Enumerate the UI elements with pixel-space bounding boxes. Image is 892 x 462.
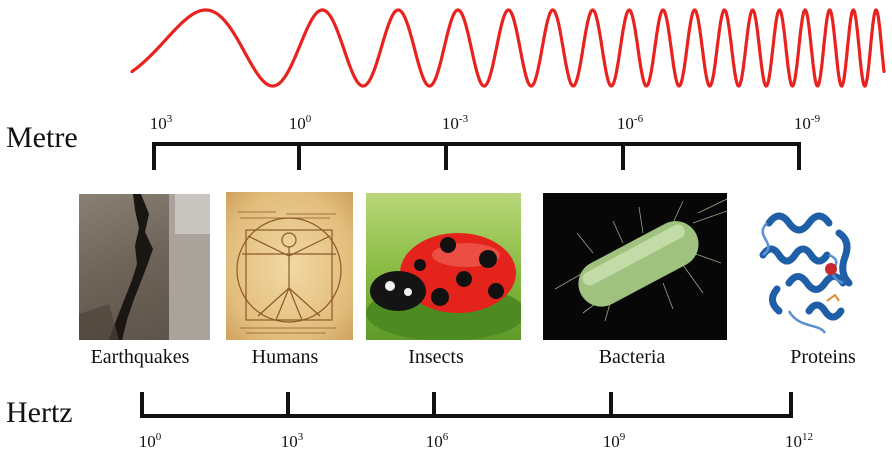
- metre-scale-bar: [0, 130, 892, 175]
- wave-line: [132, 10, 884, 86]
- metre-tick-label-3: 10-6: [617, 114, 643, 134]
- wavelength-wave: [0, 0, 892, 110]
- bacterium-body: [570, 213, 706, 315]
- hertz-tick-label-4: 1012: [785, 432, 813, 452]
- ground-crack: [109, 194, 153, 340]
- earthquake-crack-image: [79, 194, 210, 340]
- caption-insects: Insects: [408, 346, 464, 369]
- protein-structure-image: [749, 193, 873, 340]
- caption-proteins: Proteins: [790, 346, 856, 369]
- metre-tick-label-2: 10-3: [442, 114, 468, 134]
- hertz-tick-label-3: 109: [603, 432, 626, 452]
- ladybug-head: [370, 271, 426, 311]
- metre-tick-label-0: 103: [150, 114, 173, 134]
- caption-humans: Humans: [252, 346, 319, 369]
- metre-tick-label-4: 10-9: [794, 114, 820, 134]
- hertz-tick-label-0: 100: [139, 432, 162, 452]
- caption-bacteria: Bacteria: [599, 346, 666, 369]
- hertz-tick-label-2: 106: [426, 432, 449, 452]
- ladybug-image: [366, 193, 521, 340]
- caption-earthquakes: Earthquakes: [91, 346, 190, 369]
- bacterium-image: [543, 193, 727, 340]
- metre-tick-label-1: 100: [289, 114, 312, 134]
- hertz-scale-bar: [0, 388, 892, 428]
- vitruvian-man-image: [226, 192, 353, 340]
- hertz-tick-label-1: 103: [281, 432, 304, 452]
